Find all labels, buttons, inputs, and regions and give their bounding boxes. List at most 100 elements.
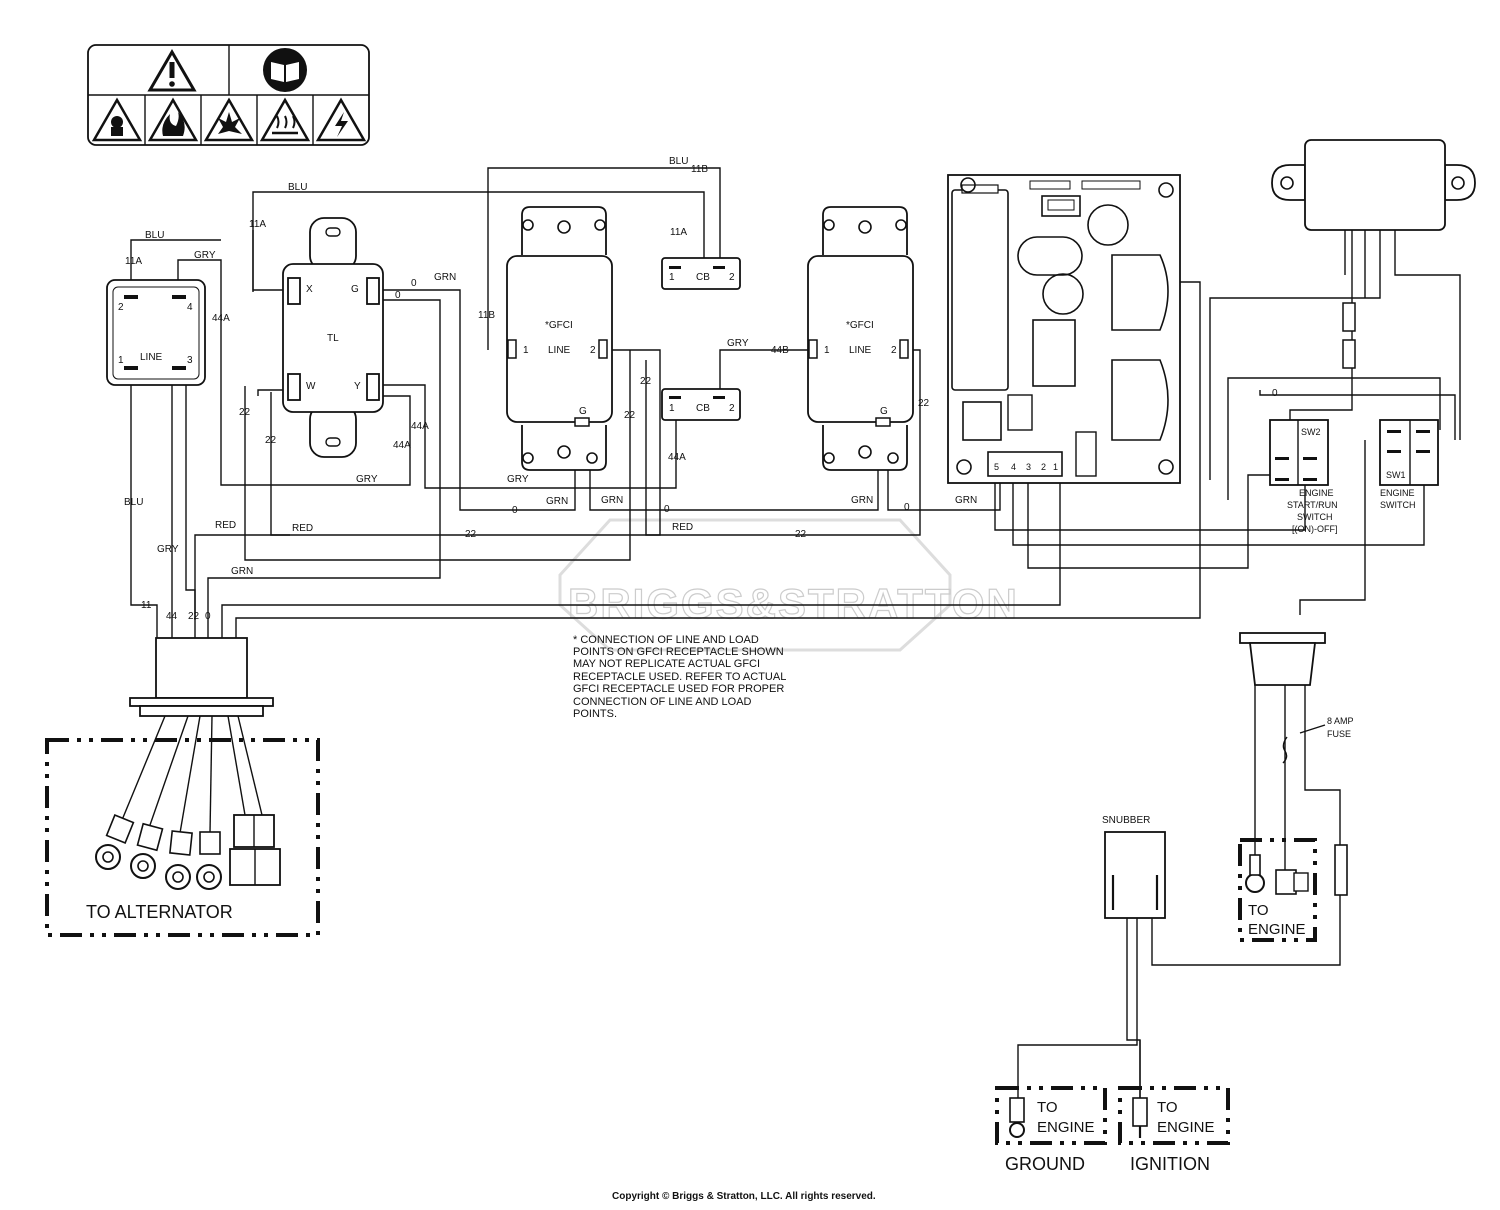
snubber-label: SNUBBER	[1102, 815, 1150, 826]
line-connector-pin-4: 4	[187, 302, 193, 313]
fire-hazard-icon	[147, 97, 199, 142]
gfci-note: * CONNECTION OF LINE AND LOAD POINTS ON …	[573, 634, 786, 720]
gfci-2-line-label: LINE	[849, 345, 872, 356]
hot-surface-icon	[259, 97, 311, 142]
wire-label-blu-2: BLU	[669, 156, 688, 167]
wire-label-22-5: 22	[465, 529, 477, 540]
pcb-pin-2: 2	[1041, 462, 1046, 472]
wire-label-red-3: RED	[672, 522, 693, 533]
wire-label-blu-4: BLU	[124, 497, 143, 508]
wire-label-red-1: RED	[215, 520, 236, 531]
harness-grommet	[1239, 632, 1326, 686]
note-line-5: GFCI RECEPTACLE USED FOR PROPER	[573, 683, 784, 695]
line-connector-pin-1: 1	[118, 355, 124, 366]
line-connector-label: LINE	[140, 352, 163, 363]
switch-label-2: START/RUN	[1287, 500, 1338, 510]
to-engine-label-2: ENGINE	[1248, 921, 1306, 938]
wire-label-grn-4: GRN	[851, 495, 873, 506]
wire-label-gry-1: GRY	[194, 250, 216, 261]
fuse-label-2: FUSE	[1327, 729, 1351, 739]
note-line-4: RECEPTACLE USED. REFER TO ACTUAL	[573, 671, 786, 683]
engine-switch-label-2: SWITCH	[1380, 500, 1416, 510]
gfci-2-label: *GFCI	[846, 320, 874, 331]
wire-labels: BLU BLU BLU BLU GRY GRY GRY GRY GRY GRN …	[124, 156, 1278, 622]
wire-label-grn-2: GRN	[546, 496, 568, 507]
gfci-receptacle-1: *GFCI LINE 1 2 G	[506, 206, 613, 471]
engine-start-run-switch: SW2 ENGINE START/RUN SWITCH [(ON)-OFF]	[1269, 419, 1338, 534]
ground-to-label: TO	[1037, 1099, 1058, 1116]
fuse-8-amp: 8 AMP FUSE	[1327, 716, 1354, 896]
wire-label-44a-3: 44A	[393, 440, 411, 451]
wire-label-0-6: 0	[1272, 388, 1278, 399]
warning-triangle-icon	[147, 49, 197, 92]
toxic-fumes-icon	[91, 97, 143, 142]
tl-terminal-g: G	[351, 284, 359, 295]
wire-label-gry-5: GRY	[727, 338, 749, 349]
tl-terminal-y: Y	[354, 381, 361, 392]
wire-label-gry-2: GRY	[157, 544, 179, 555]
wire-label-blu-1: BLU	[288, 182, 307, 193]
wire-label-grn-1: GRN	[434, 272, 456, 283]
cb1-label: CB	[696, 272, 710, 283]
wire-label-22-4: 22	[624, 410, 636, 421]
wire-label-11b-2: 11B	[478, 310, 495, 321]
ignition-module	[1271, 139, 1476, 369]
electric-shock-icon	[315, 97, 367, 142]
fuse-label-1: 8 AMP	[1327, 716, 1354, 726]
pcb-pin-5: 5	[994, 462, 999, 472]
gfci-1-line-label: LINE	[548, 345, 571, 356]
read-manual-icon	[263, 48, 307, 92]
wire-label-11a-2: 11A	[249, 219, 266, 230]
wire-label-grn-5: GRN	[955, 495, 977, 506]
gfci-2-terminal-2: 2	[891, 345, 897, 356]
ignition-to-label: TO	[1157, 1099, 1178, 1116]
note-line-3: MAY NOT REPLICATE ACTUAL GFCI	[573, 658, 760, 670]
wire-label-44a-2: 44A	[411, 421, 429, 432]
to-engine-label-1: TO	[1248, 902, 1269, 919]
wire-label-0-7: 0	[205, 611, 211, 622]
wire-label-22-7: 22	[918, 398, 930, 409]
watermark: BRIGGS&STRATTON	[558, 518, 1019, 652]
wire-label-22-3: 22	[640, 376, 652, 387]
engine-switch-label-1: ENGINE	[1380, 488, 1415, 498]
explosion-hazard-icon	[203, 97, 255, 142]
tl-component: X G W Y TL	[282, 217, 384, 458]
pcb-pin-1: 1	[1053, 462, 1058, 472]
switch-label-3: SWITCH	[1297, 512, 1333, 522]
wire-label-44a-1: 44A	[212, 313, 230, 324]
wire-label-grn-6: GRN	[231, 566, 253, 577]
gfci-1-label: *GFCI	[545, 320, 573, 331]
alternator-connector	[95, 637, 281, 890]
wire-label-gry-4: GRY	[507, 474, 529, 485]
cb1-terminal-1: 1	[669, 272, 675, 283]
ground-engine-label: ENGINE	[1037, 1119, 1095, 1136]
ignition-engine-label: ENGINE	[1157, 1119, 1215, 1136]
wire-label-11: 11	[141, 600, 152, 611]
cb2-terminal-2: 2	[729, 403, 735, 414]
wire-label-11a-1: 11A	[125, 256, 142, 267]
tl-label: TL	[327, 333, 339, 344]
pcb-pin-3: 3	[1026, 462, 1031, 472]
snubber: SNUBBER	[1102, 815, 1166, 919]
wire-label-0-3: 0	[512, 505, 518, 516]
wire-label-44: 44	[166, 611, 178, 622]
gfci-receptacle-2: *GFCI LINE 1 2 G	[807, 206, 914, 471]
wire-label-22-6: 22	[795, 529, 807, 540]
sw2-label: SW2	[1301, 427, 1321, 437]
note-line-7: POINTS.	[573, 708, 617, 720]
pcb-pin-4: 4	[1011, 462, 1016, 472]
cb2-label: CB	[696, 403, 710, 414]
cb1-terminal-2: 2	[729, 272, 735, 283]
sw1-label: SW1	[1386, 470, 1406, 480]
wire-label-22-1: 22	[239, 407, 251, 418]
wire-label-22-8: 22	[188, 611, 200, 622]
cb2-terminal-1: 1	[669, 403, 675, 414]
wire-label-44a-4: 44A	[668, 452, 686, 463]
wire-label-44b: 44B	[771, 345, 789, 356]
to-engine-box: TO ENGINE	[1238, 838, 1317, 942]
wire-label-red-2: RED	[292, 523, 313, 534]
watermark-text: BRIGGS&STRATTON	[568, 580, 1019, 627]
circuit-breaker-1: 1 CB 2	[661, 257, 741, 290]
